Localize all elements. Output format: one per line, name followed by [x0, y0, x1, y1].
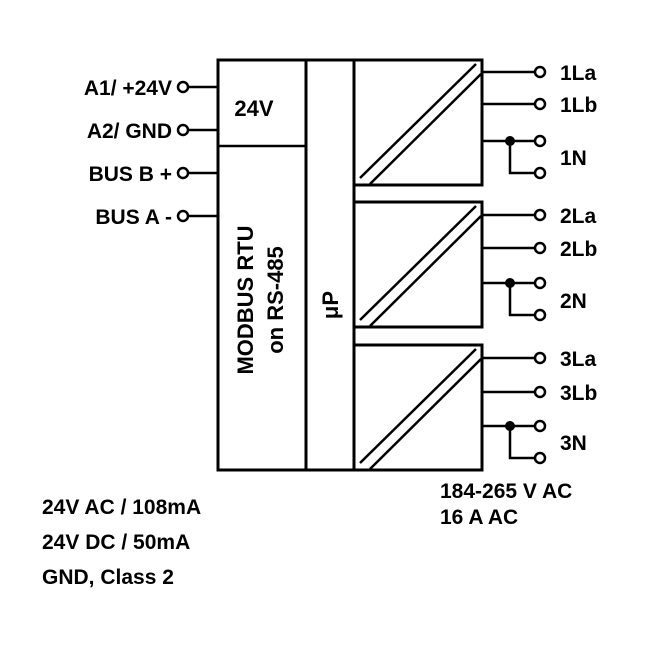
supply-ac-spec: 24V AC / 108mA [42, 496, 201, 519]
input-terminals: A1/ +24V A2/ GND BUS B + BUS A - [84, 77, 218, 229]
1n-terminal-b [533, 166, 547, 180]
3lb-label: 3Lb [560, 382, 597, 405]
bus-a-terminal [176, 209, 190, 223]
2lb-terminal [533, 241, 547, 255]
a2-terminal [176, 123, 190, 137]
gnd-spec: GND, Class 2 [42, 566, 174, 589]
output-current-spec: 16 A AC [440, 506, 518, 529]
3n-label: 3N [560, 432, 587, 455]
2la-label: 2La [560, 205, 597, 228]
1la-label: 1La [560, 62, 597, 85]
a1-label: A1/ +24V [84, 77, 172, 100]
supply-dc-spec: 24V DC / 50mA [42, 531, 190, 554]
3lb-terminal [533, 385, 547, 399]
2lb-label: 2Lb [560, 238, 597, 261]
a1-terminal [176, 80, 190, 94]
output-voltage-spec: 184-265 V AC [440, 480, 572, 503]
1lb-terminal [533, 97, 547, 111]
channel-2-terminals: 2La 2Lb 2N [482, 205, 597, 322]
3n-terminal-b [533, 451, 547, 465]
specifications: 184-265 V AC 16 A AC 24V AC / 108mA 24V … [42, 480, 572, 589]
3la-label: 3La [560, 348, 597, 371]
bus-b-terminal [176, 166, 190, 180]
2n-terminal-b [533, 308, 547, 322]
cpu-label: μP [318, 291, 343, 319]
bus-b-label: BUS B + [89, 163, 172, 186]
rs485-label: on RS-485 [263, 246, 288, 354]
2la-terminal [533, 208, 547, 222]
3la-terminal [533, 351, 547, 365]
channel-3-terminals: 3La 3Lb 3N [482, 348, 597, 465]
2n-terminal-a [533, 276, 547, 290]
modbus-label: MODBUS RTU [233, 225, 258, 374]
1lb-label: 1Lb [560, 94, 597, 117]
channel-1-symbol [359, 63, 482, 185]
bus-a-label: BUS A - [95, 206, 172, 229]
channel-3-symbol [359, 348, 482, 470]
2n-label: 2N [560, 290, 587, 313]
1n-label: 1N [560, 147, 587, 170]
cpu-block [304, 58, 356, 472]
1n-terminal-a [533, 134, 547, 148]
a2-label: A2/ GND [87, 120, 172, 143]
channel-1-terminals: 1La 1Lb 1N [482, 62, 597, 180]
supply-label: 24V [234, 96, 273, 121]
1la-terminal [533, 65, 547, 79]
3n-terminal-a [533, 419, 547, 433]
module-body: 24V MODBUS RTU on RS-485 μP [216, 58, 484, 472]
channel-2-symbol [359, 205, 482, 327]
interface-block [216, 58, 308, 472]
